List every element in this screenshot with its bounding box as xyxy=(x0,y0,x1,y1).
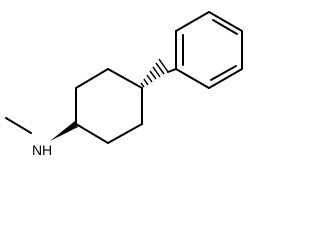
phenyl-double-bond xyxy=(212,19,238,35)
ring-bond xyxy=(75,123,109,144)
ring-bond xyxy=(107,68,143,89)
structure-diagram: N H xyxy=(5,11,243,158)
methyl-bond xyxy=(5,117,32,134)
wedge-bond xyxy=(50,121,78,141)
ring-bond xyxy=(107,123,143,144)
phenyl-bond xyxy=(175,68,210,89)
phenyl-double-bond xyxy=(210,65,237,81)
nitrogen-label: N xyxy=(32,142,42,158)
hydrogen-label: H xyxy=(42,142,52,158)
phenyl-bond xyxy=(208,68,243,89)
phenyl-bond xyxy=(208,11,243,32)
phenyl-bond xyxy=(175,11,210,32)
hashed-bond xyxy=(140,58,169,88)
ring-bond xyxy=(75,68,109,89)
connector-bond xyxy=(167,68,177,73)
